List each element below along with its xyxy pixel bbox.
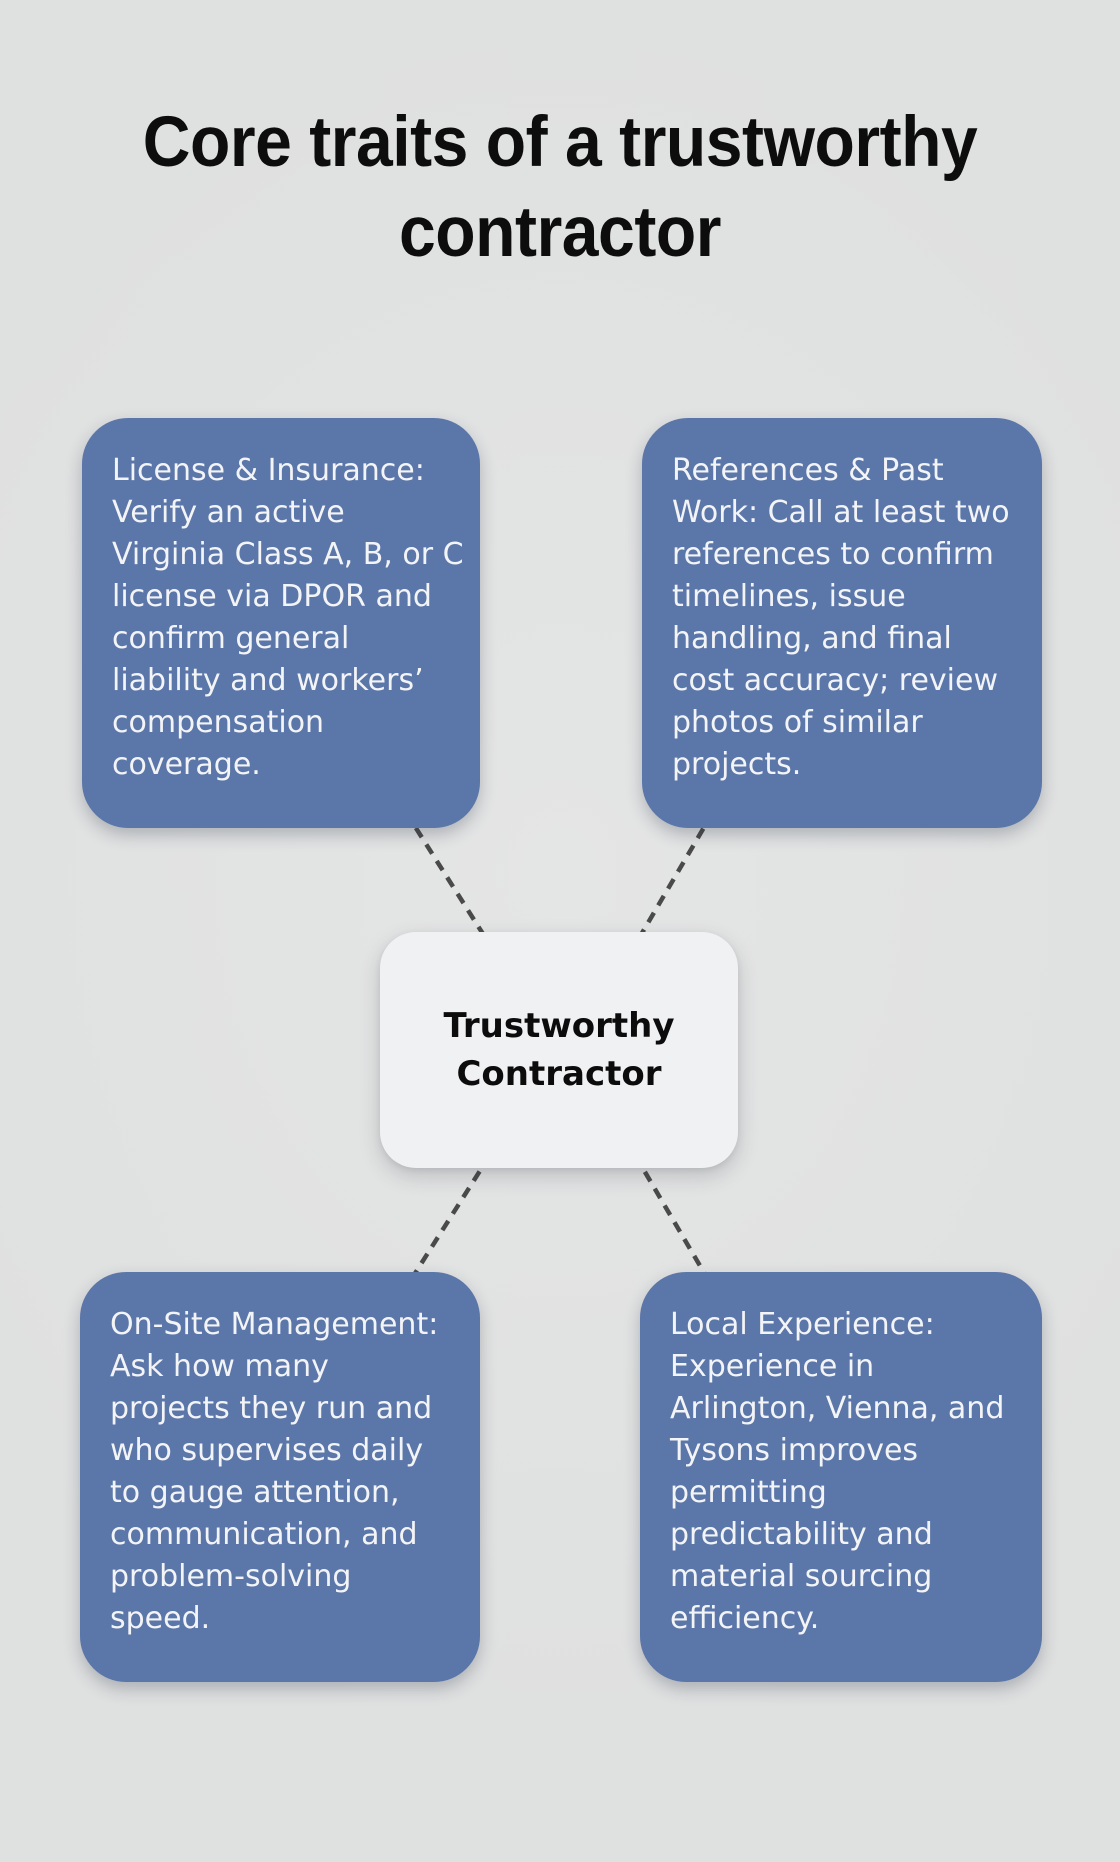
trait-box-onsite-management: On-Site Management: Ask how many project… bbox=[80, 1272, 480, 1682]
trait-text-local-experience: Local Experience: Experience in Arlingto… bbox=[670, 1307, 1005, 1636]
center-node-label: Trustworthy Contractor bbox=[443, 1006, 675, 1094]
trait-box-license-insurance: License & Insurance: Verify an active Vi… bbox=[82, 418, 480, 828]
trait-text-references-past-work: References & Past Work: Call at least tw… bbox=[672, 453, 1010, 782]
diagram-title: Core traits of a trustworthy contractor bbox=[142, 103, 978, 272]
trait-text-onsite-management: On-Site Management: Ask how many project… bbox=[110, 1307, 439, 1636]
trait-box-references-past-work: References & Past Work: Call at least tw… bbox=[642, 418, 1042, 828]
trait-text-license-insurance: License & Insurance: Verify an active Vi… bbox=[112, 453, 464, 782]
center-node: Trustworthy Contractor bbox=[380, 932, 738, 1168]
connector-bottom-left bbox=[393, 1153, 492, 1307]
trait-box-local-experience: Local Experience: Experience in Arlingto… bbox=[640, 1272, 1042, 1682]
